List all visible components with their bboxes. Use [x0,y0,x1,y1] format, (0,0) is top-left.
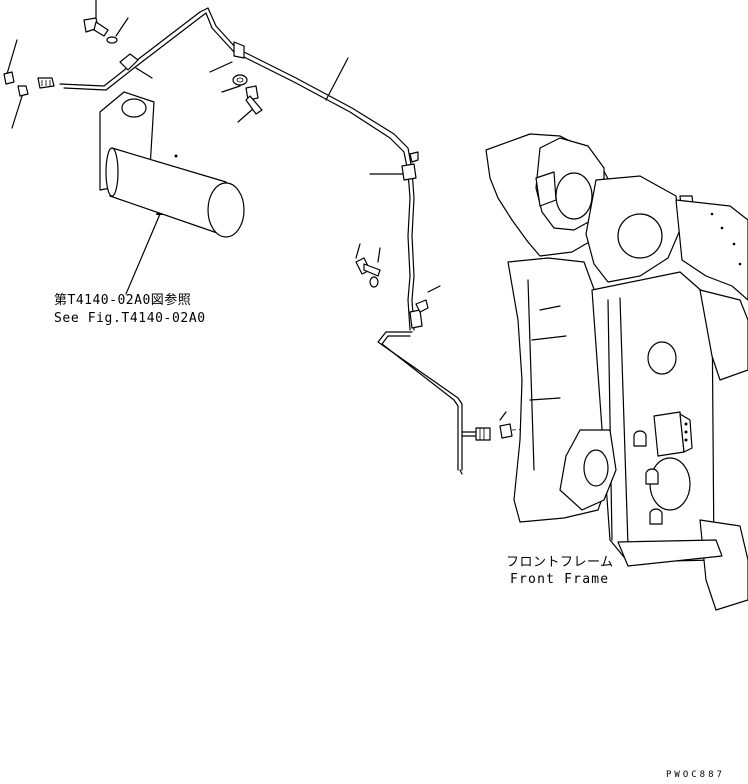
washer-icon [106,36,118,44]
reference-label-jp: 第T4140-02A0図参照 [54,293,192,308]
connector-block-icon [535,171,557,207]
front-frame [485,133,748,611]
grease-nipple-icon [499,423,513,439]
pipe-clamp-icon [233,41,245,59]
pin-icon [645,468,659,485]
washer-icon [369,276,379,288]
front-frame-label-en: Front Frame [510,572,610,587]
elbow-fitting-icon [3,71,55,97]
pipe-clamp-icon [119,53,139,71]
pipe-clamp-icon [401,151,419,181]
bolt-icon [83,17,109,37]
fittings-middle [355,151,429,329]
fittings-top-left [3,17,263,115]
grease-tube [59,7,477,475]
holder-pin-assembly [99,91,245,238]
front-frame-label-jp: フロントフレーム [506,555,614,570]
connector-block-icon [653,411,693,457]
bolt-icon [245,85,263,115]
pin-icon [633,430,647,447]
reference-label-en: See Fig.T4140-02A0 [54,311,206,326]
drawing-code: PWOC887 [666,770,725,780]
elbow-fitting-icon [475,427,491,441]
pin-icon [207,182,245,238]
washer-icon [232,74,248,86]
leader-lines [6,0,507,421]
bolt-icon [355,257,381,277]
flange-hole [121,98,147,118]
pin-icon [649,508,663,525]
pipe-clamp-icon [409,299,429,329]
